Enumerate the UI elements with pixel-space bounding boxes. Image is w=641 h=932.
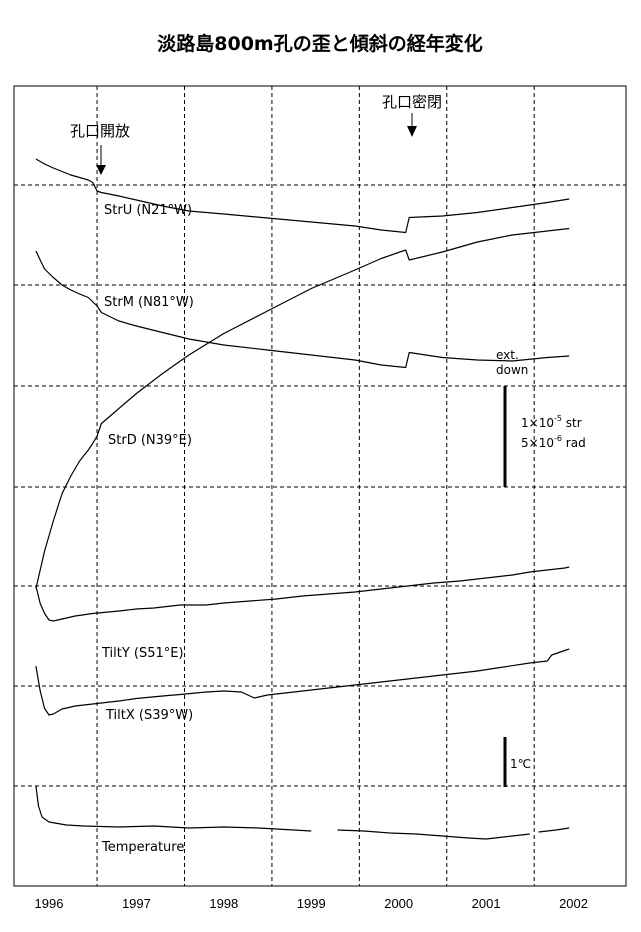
x-tick-2000: 2000 (384, 896, 413, 911)
x-tick-2001: 2001 (472, 896, 501, 911)
series-line-stru (35, 158, 570, 234)
series-label-tilty: TiltY (S51°E) (101, 646, 184, 661)
plot-frame (13, 85, 627, 887)
x-axis-ticks: 1996 1997 1998 1999 2000 2001 2002 (35, 896, 588, 911)
scale-direction-ext: ext. (496, 348, 519, 362)
annotation-open-arrowhead (96, 165, 106, 175)
x-tick-1998: 1998 (209, 896, 238, 911)
series-label-strm: StrM (N81°W) (104, 295, 194, 310)
scale-tilt-label: 5×10-6 rad (521, 434, 586, 450)
annotation-open: 孔口開放 (70, 122, 130, 175)
series-label-strd: StrD (N39°E) (108, 433, 192, 448)
x-tick-2002: 2002 (559, 896, 588, 911)
grid (14, 86, 626, 886)
series-line-tiltx (35, 648, 570, 716)
series-label-temperature: Temperature (101, 840, 184, 855)
annotation-close-label: 孔口密閉 (382, 93, 442, 111)
annotation-close-arrowhead (407, 126, 417, 137)
annotation-open-label: 孔口開放 (70, 122, 130, 140)
scale-bar-legend: ext. down 1×10-5 str 5×10-6 rad 1℃ (496, 348, 586, 787)
x-tick-1999: 1999 (297, 896, 326, 911)
x-tick-1996: 1996 (35, 896, 64, 911)
chart-title: 淡路島800m孔の歪と傾斜の経年変化 (157, 32, 482, 55)
series-line-strm (35, 250, 570, 369)
scale-direction-down: down (496, 363, 528, 377)
series-label-tiltx: TiltX (S39°W) (105, 708, 193, 723)
annotation-close: 孔口密閉 (382, 93, 442, 137)
series-line-tilty (35, 566, 570, 622)
scale-strain-label: 1×10-5 str (521, 414, 582, 430)
scale-temperature-label: 1℃ (510, 757, 531, 771)
series-label-stru: StrU (N21°W) (104, 203, 192, 218)
series-line-strd (35, 227, 570, 589)
series-line-temperature (35, 785, 570, 840)
x-tick-1997: 1997 (122, 896, 151, 911)
series-lines (35, 158, 570, 840)
